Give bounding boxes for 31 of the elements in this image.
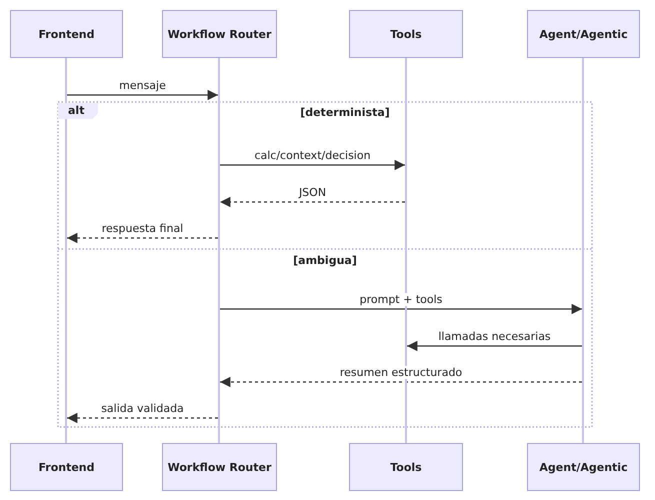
lifeline bbox=[405, 58, 407, 443]
message-arrow bbox=[220, 196, 405, 208]
message-label: mensaje bbox=[117, 79, 168, 92]
message-label: resumen estructurado bbox=[338, 366, 464, 379]
participant-box: Agent/Agentic bbox=[527, 10, 640, 58]
message-arrow bbox=[67, 90, 218, 100]
guard-condition: [ambigua] bbox=[291, 254, 359, 267]
participant-box: Workflow Router bbox=[162, 443, 277, 491]
fragment-label: alt bbox=[58, 103, 98, 119]
message-arrow bbox=[220, 304, 582, 314]
message-arrow bbox=[407, 340, 582, 352]
message-arrow bbox=[67, 232, 218, 244]
participant-box: Frontend bbox=[10, 10, 123, 58]
lifeline bbox=[582, 58, 584, 443]
participant-box: Tools bbox=[349, 443, 463, 491]
participant-box: Agent/Agentic bbox=[527, 443, 640, 491]
message-arrow bbox=[67, 412, 218, 424]
participant-box: Frontend bbox=[10, 443, 123, 491]
guard-condition: [determinista] bbox=[298, 106, 392, 119]
participant-box: Tools bbox=[349, 10, 463, 58]
lifeline bbox=[65, 58, 67, 443]
message-arrow bbox=[220, 160, 405, 170]
lifeline bbox=[218, 58, 220, 443]
message-label: salida validada bbox=[99, 402, 186, 415]
message-arrow bbox=[220, 376, 582, 388]
participant-box: Workflow Router bbox=[162, 10, 277, 58]
message-label: calc/context/decision bbox=[252, 149, 373, 162]
message-label: prompt + tools bbox=[358, 293, 444, 306]
message-label: llamadas necesarias bbox=[436, 330, 553, 343]
message-label: respuesta final bbox=[100, 222, 186, 235]
message-label: JSON bbox=[296, 186, 328, 199]
